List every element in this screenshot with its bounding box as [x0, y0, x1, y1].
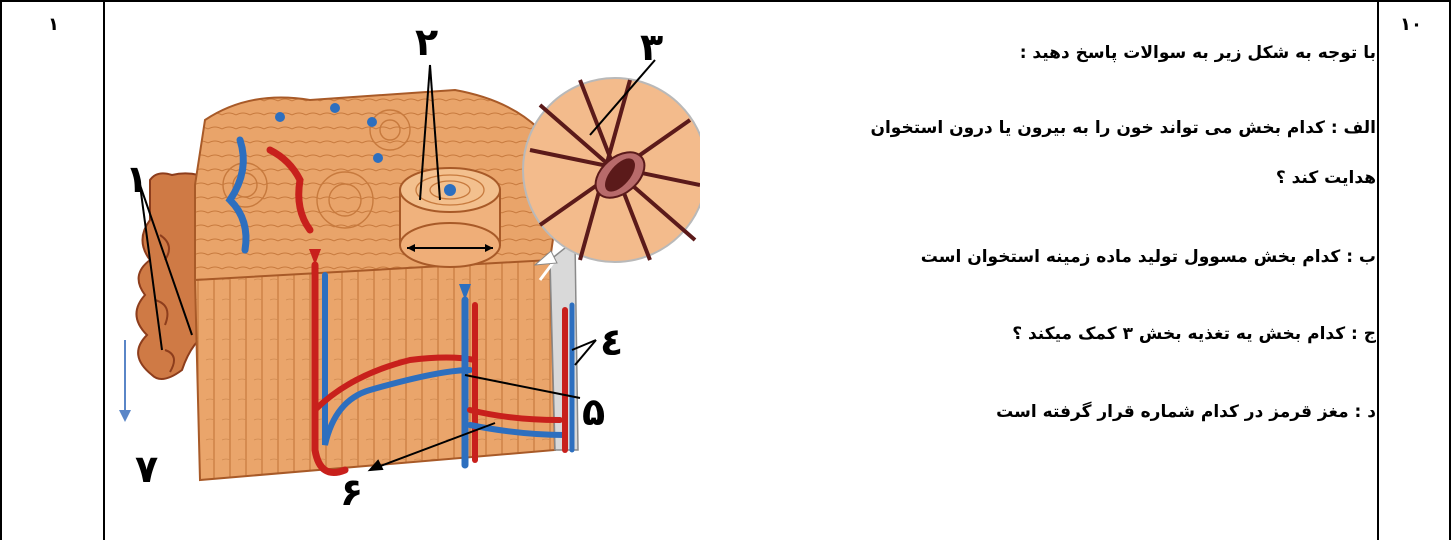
- question-intro: با توجه به شکل زیر به سوالات پاسخ دهید :: [1020, 42, 1376, 66]
- figure-label-2: ۲: [415, 20, 438, 64]
- table-divider-score: [103, 0, 105, 540]
- table-divider-number: [1377, 0, 1379, 540]
- question-part-d: د : مغز قرمز در کدام شماره قرار گرفته اس…: [996, 401, 1376, 425]
- question-number-cell: ۱۰: [1400, 14, 1422, 35]
- bone-structure-figure: ۱ ۲ ۳ ٤ ۵ ۶ ۷: [110, 10, 700, 520]
- blue-arrow: [119, 340, 131, 422]
- figure-label-7: ۷: [135, 447, 158, 491]
- figure-label-1: ۱: [125, 157, 148, 201]
- question-part-b: ب : کدام بخش مسوول تولید ماده زمینه استخ…: [921, 246, 1376, 270]
- question-part-a-line2: هدایت کند ؟: [1276, 167, 1376, 191]
- table-border-top: [0, 0, 1451, 2]
- table-border-left: [0, 0, 2, 540]
- figure-label-3: ۳: [640, 25, 663, 69]
- figure-label-4: ٤: [600, 320, 623, 364]
- score-cell: ۱: [48, 14, 59, 35]
- question-part-a-line1: الف : کدام بخش می تواند خون را به بیرون …: [870, 117, 1376, 141]
- question-part-c: ج : کدام بخش یه تغذیه بخش ۳ کمک میکند ؟: [1012, 323, 1376, 347]
- figure-label-6: ۶: [340, 470, 363, 514]
- osteon-cylinder: [400, 168, 500, 267]
- figure-label-5: ۵: [582, 390, 605, 434]
- bone-top-surface: [195, 90, 560, 280]
